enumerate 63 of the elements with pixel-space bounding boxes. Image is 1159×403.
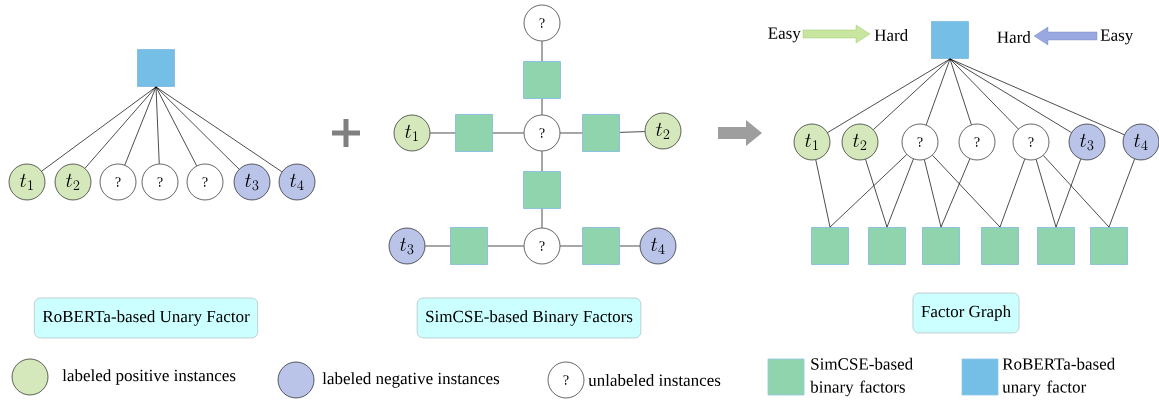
connector bbox=[492, 132, 525, 134]
caption-box: RoBERTa-based Unary Factor bbox=[34, 297, 258, 339]
factor-square bbox=[931, 21, 969, 59]
connector bbox=[429, 132, 456, 134]
connector bbox=[619, 245, 641, 247]
connector bbox=[949, 58, 1019, 130]
connector bbox=[559, 132, 583, 134]
connector bbox=[155, 86, 240, 170]
connector bbox=[487, 245, 525, 247]
connector bbox=[155, 86, 160, 165]
connector bbox=[873, 58, 951, 130]
connector bbox=[932, 155, 1001, 228]
connector bbox=[41, 86, 157, 172]
connector bbox=[619, 131, 646, 133]
connector bbox=[1035, 159, 1057, 228]
connector bbox=[949, 58, 1072, 133]
connector bbox=[541, 208, 543, 229]
connector bbox=[865, 159, 888, 228]
connector bbox=[940, 158, 971, 228]
factor-square bbox=[922, 227, 960, 265]
legend-label: labeled positive instances bbox=[62, 369, 236, 385]
factor-square bbox=[582, 227, 620, 265]
factor-square bbox=[1090, 227, 1128, 265]
factor-square bbox=[137, 49, 175, 87]
connector bbox=[541, 40, 543, 62]
factor-square bbox=[1037, 227, 1075, 265]
axis-label: Easy bbox=[1100, 29, 1134, 45]
connector bbox=[1108, 158, 1135, 228]
factor-square bbox=[868, 227, 906, 265]
connector bbox=[155, 86, 197, 167]
legend-label: labeled negative instances bbox=[322, 372, 500, 388]
connector bbox=[1043, 155, 1110, 228]
connector bbox=[886, 158, 914, 228]
connector bbox=[815, 159, 831, 228]
connector bbox=[84, 86, 157, 169]
legend-label: RoBERTa-based unary factor bbox=[1002, 357, 1115, 397]
connector bbox=[949, 58, 1125, 136]
factor-square bbox=[582, 114, 620, 152]
caption-box: SimCSE-based Binary Factors bbox=[416, 297, 642, 339]
connector bbox=[949, 58, 972, 125]
connector bbox=[1055, 158, 1082, 228]
connector bbox=[559, 245, 583, 247]
connector bbox=[124, 86, 157, 166]
connector bbox=[999, 158, 1026, 228]
connector bbox=[924, 159, 942, 228]
connector bbox=[424, 245, 451, 247]
connector bbox=[541, 150, 543, 172]
caption-box: Factor Graph bbox=[912, 292, 1020, 334]
connector bbox=[829, 154, 908, 228]
factor-square bbox=[523, 61, 561, 99]
legend-label: SimCSE-based binary factors bbox=[810, 357, 913, 397]
factor-square bbox=[455, 114, 493, 152]
connector bbox=[155, 86, 283, 173]
axis-label: Hard bbox=[997, 31, 1031, 43]
legend-label: unlabeled instances bbox=[588, 374, 721, 386]
factor-square bbox=[523, 171, 561, 209]
factor-square bbox=[981, 227, 1019, 265]
factor-square bbox=[450, 227, 488, 265]
axis-label: Easy bbox=[768, 27, 801, 43]
connector bbox=[541, 98, 543, 116]
connector bbox=[925, 58, 951, 126]
axis-label: Hard bbox=[874, 29, 908, 41]
factor-square bbox=[811, 227, 849, 265]
